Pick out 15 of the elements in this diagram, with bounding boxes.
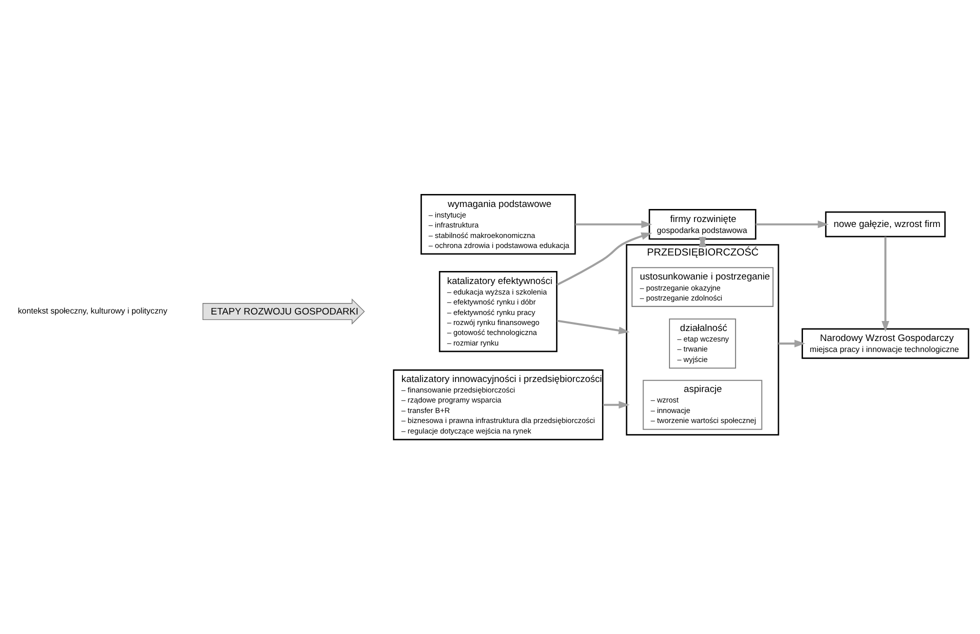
arrow (575, 220, 652, 228)
node-box: katalizatory efektywności – edukacja wyższa i szkolenia – efektywność rynku i dóbr – efektywność rynku pracy – rozwój rynku finansowego – gotowość technologiczna – rozmiar rynku (438, 270, 558, 352)
node-box: ustosunkowanie i postrzeganie – postrzeganie okazyjne – postrzeganie zdolności (632, 266, 774, 306)
arrow (556, 319, 630, 334)
arrow (778, 339, 806, 347)
arrow (882, 236, 890, 332)
node-box: działalność – etap wczesny – trwanie – wyjście (668, 318, 736, 368)
arrow (756, 220, 829, 228)
arrow (603, 400, 630, 408)
node-box: aspiracje – wzrost – innowacje – tworzenie wartości społecznej (642, 379, 762, 430)
arrow (556, 232, 652, 286)
arrow (698, 236, 706, 248)
node-box: katalizatory innowacyjności i przedsiębiorczości – finansowanie przedsiębiorczości – rządowe programy wsparcia – transfer B+R – biznesowa i prawna infrastruktura dla przedsiębiorczości – regulacje dotyczące wejścia na rynek (392, 368, 604, 440)
node-box: wymagania podstawowe – instytucje – infrastruktura – stabilność makroekonomiczna – ochrona zdrowia i podstawowa edukacja (420, 194, 576, 254)
node-box: nowe gałęzie, wzrost firm (825, 210, 946, 237)
